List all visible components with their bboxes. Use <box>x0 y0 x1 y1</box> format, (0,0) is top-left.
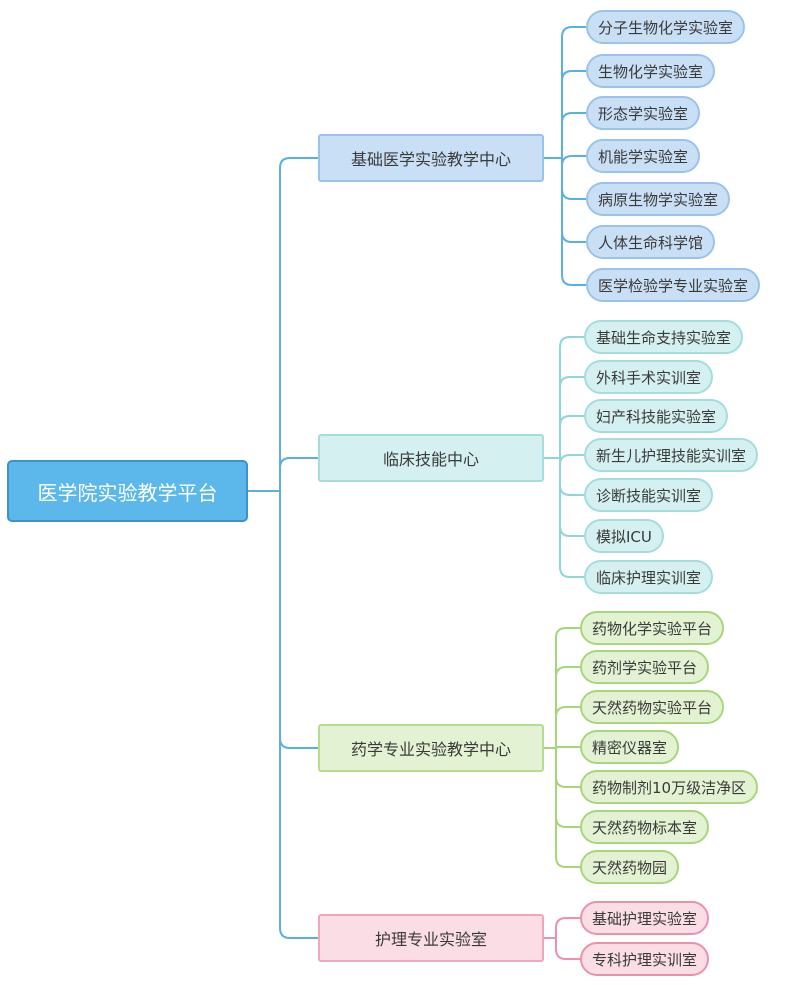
leaf-node[interactable]: 精密仪器室 <box>580 730 680 764</box>
leaf-node[interactable]: 妇产科技能实验室 <box>584 399 729 433</box>
leaf-node[interactable]: 诊断技能实训室 <box>584 478 714 512</box>
leaf-node[interactable]: 药物制剂10万级洁净区 <box>580 770 759 804</box>
leaf-node[interactable]: 基础护理实验室 <box>580 901 710 935</box>
branch-connector <box>279 491 318 749</box>
leaf-node[interactable]: 天然药物园 <box>580 850 680 884</box>
leaf-node[interactable]: 天然药物实验平台 <box>580 690 725 724</box>
branch-connector <box>279 491 318 939</box>
leaf-connector <box>555 748 580 868</box>
leaf-node[interactable]: 基础生命支持实验室 <box>584 320 744 354</box>
leaf-node[interactable]: 生物化学实验室 <box>586 54 716 88</box>
branch-connector <box>279 157 318 491</box>
leaf-connector <box>559 376 584 458</box>
leaf-connector <box>561 158 586 286</box>
leaf-connector <box>561 26 586 158</box>
leaf-node[interactable]: 形态学实验室 <box>586 96 701 130</box>
leaf-connector <box>561 112 586 158</box>
leaf-connector <box>555 627 580 748</box>
leaf-connector <box>559 336 584 458</box>
leaf-node[interactable]: 模拟ICU <box>584 519 664 553</box>
leaf-node[interactable]: 外科手术实训室 <box>584 360 714 394</box>
leaf-connector <box>555 666 580 748</box>
branch-connector <box>279 457 318 491</box>
branch-node[interactable]: 临床技能中心 <box>318 434 544 482</box>
leaf-connector <box>561 158 586 200</box>
branch-node[interactable]: 护理专业实验室 <box>318 914 544 962</box>
leaf-connector <box>559 454 584 466</box>
leaf-node[interactable]: 临床护理实训室 <box>584 560 714 594</box>
leaf-node[interactable]: 天然药物标本室 <box>580 810 710 844</box>
leaf-connector <box>561 70 586 158</box>
leaf-connector <box>559 415 584 458</box>
leaf-node[interactable]: 医学检验学专业实验室 <box>586 268 761 302</box>
leaf-node[interactable]: 药剂学实验平台 <box>580 650 710 684</box>
leaf-node[interactable]: 药物化学实验平台 <box>580 611 725 645</box>
leaf-connector <box>559 458 584 496</box>
leaf-connector <box>555 938 580 960</box>
leaf-connector <box>561 155 586 167</box>
leaf-connector <box>555 706 580 748</box>
branch-node[interactable]: 基础医学实验教学中心 <box>318 134 544 182</box>
leaf-connector <box>559 458 584 537</box>
leaf-node[interactable]: 机能学实验室 <box>586 139 701 173</box>
root-node[interactable]: 医学院实验教学平台 <box>7 460 248 522</box>
leaf-node[interactable]: 分子生物化学实验室 <box>586 10 746 44</box>
leaf-connector <box>555 917 580 938</box>
leaf-node[interactable]: 病原生物学实验室 <box>586 182 731 216</box>
leaf-node[interactable]: 专科护理实训室 <box>580 942 710 976</box>
leaf-connector <box>559 458 584 578</box>
branch-node[interactable]: 药学专业实验教学中心 <box>318 724 544 772</box>
leaf-node[interactable]: 新生儿护理技能实训室 <box>584 438 759 472</box>
leaf-node[interactable]: 人体生命科学馆 <box>586 225 716 259</box>
leaf-connector <box>555 748 580 788</box>
